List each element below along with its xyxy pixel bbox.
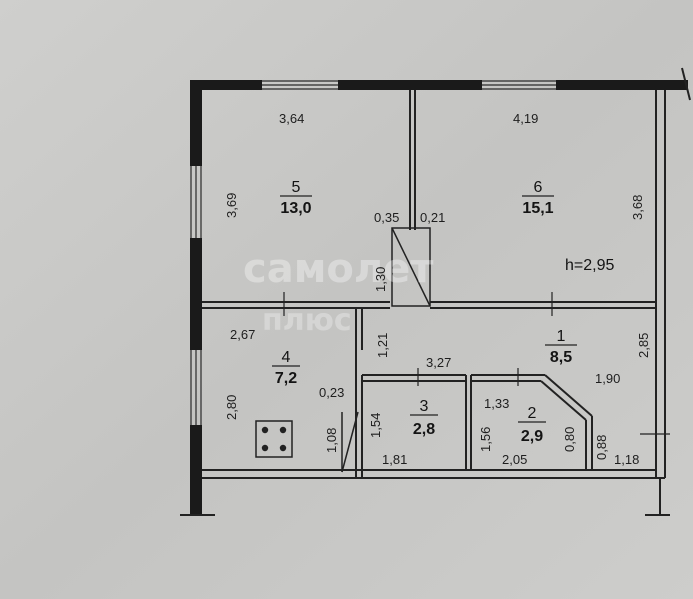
- svg-text:3: 3: [420, 398, 429, 415]
- svg-text:5: 5: [292, 179, 301, 196]
- room-4-label: 4 7,2: [272, 349, 300, 387]
- svg-text:1,21: 1,21: [375, 333, 390, 358]
- svg-text:0,35: 0,35: [374, 210, 399, 225]
- svg-text:8,5: 8,5: [550, 349, 572, 366]
- svg-text:1,81: 1,81: [382, 452, 407, 467]
- dimension-labels: 3,64 4,19 0,35 0,21 2,67 3,27 0,23 1,33 …: [224, 111, 651, 467]
- svg-text:3,27: 3,27: [426, 355, 451, 370]
- wall-ticks: [283, 292, 670, 435]
- interior-walls: [202, 90, 656, 478]
- svg-text:1,08: 1,08: [324, 428, 339, 453]
- svg-text:2,9: 2,9: [521, 428, 543, 445]
- svg-text:3,64: 3,64: [279, 111, 304, 126]
- svg-text:1,33: 1,33: [484, 396, 509, 411]
- watermark-line1: самолет: [243, 246, 434, 292]
- svg-text:2,85: 2,85: [636, 333, 651, 358]
- doors: [341, 227, 431, 473]
- svg-text:15,1: 15,1: [522, 200, 553, 217]
- stove-icon: [255, 420, 293, 458]
- svg-text:1,18: 1,18: [614, 452, 639, 467]
- room-6-label: 6 15,1: [522, 179, 554, 217]
- watermark-line2: плюс: [262, 303, 352, 338]
- room-5-label: 5 13,0: [280, 179, 312, 217]
- room-1-label: 1 8,5: [545, 328, 577, 366]
- svg-text:4: 4: [282, 349, 291, 366]
- right-wall: [655, 67, 691, 515]
- svg-text:2,05: 2,05: [502, 452, 527, 467]
- svg-text:3,68: 3,68: [630, 195, 645, 220]
- svg-text:2: 2: [528, 405, 537, 422]
- svg-text:3,69: 3,69: [224, 193, 239, 218]
- outer-walls: [190, 80, 688, 515]
- svg-text:1,56: 1,56: [478, 427, 493, 452]
- windows: [190, 80, 556, 425]
- svg-text:6: 6: [534, 179, 543, 196]
- ceiling-height: h=2,95: [565, 257, 614, 274]
- svg-text:4,19: 4,19: [513, 111, 538, 126]
- svg-text:0,88: 0,88: [594, 435, 609, 460]
- svg-text:0,80: 0,80: [562, 427, 577, 452]
- svg-text:2,67: 2,67: [230, 327, 255, 342]
- room-3-label: 3 2,8: [410, 398, 438, 438]
- svg-text:1: 1: [557, 328, 566, 345]
- svg-text:1,30: 1,30: [373, 267, 388, 292]
- svg-text:7,2: 7,2: [275, 370, 297, 387]
- svg-text:0,21: 0,21: [420, 210, 445, 225]
- svg-text:2,80: 2,80: [224, 395, 239, 420]
- svg-text:13,0: 13,0: [280, 200, 311, 217]
- svg-text:1,90: 1,90: [595, 371, 620, 386]
- bottom-wall: [180, 469, 670, 516]
- room-2-label: 2 2,9: [518, 405, 546, 445]
- svg-text:1,54: 1,54: [368, 413, 383, 438]
- svg-text:0,23: 0,23: [319, 385, 344, 400]
- svg-text:2,8: 2,8: [413, 421, 435, 438]
